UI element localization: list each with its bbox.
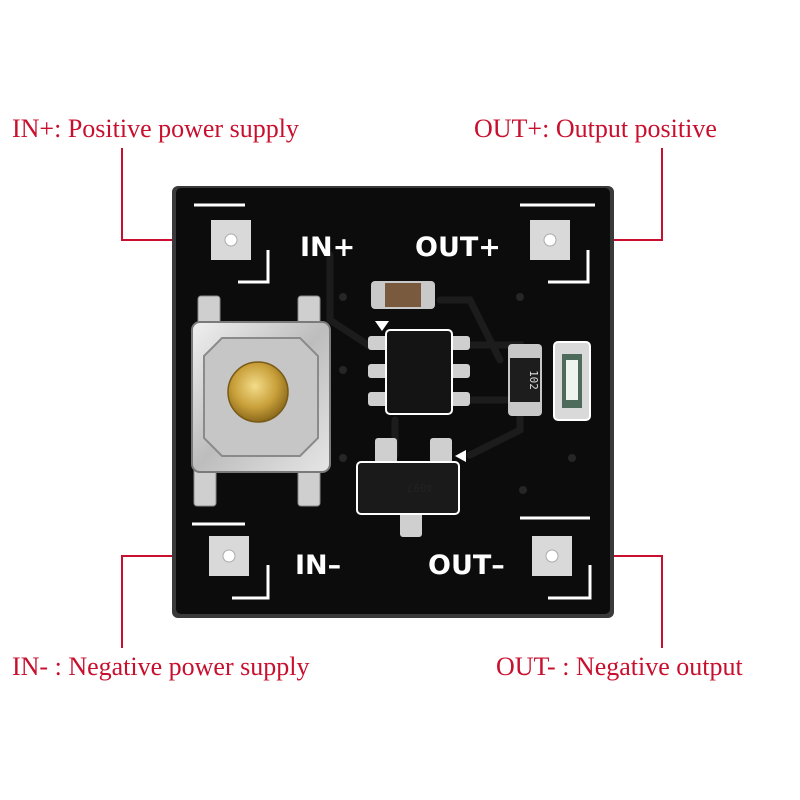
pad-in-plus	[194, 203, 270, 284]
ic-chip	[368, 321, 470, 415]
pad-in-minus	[192, 522, 270, 600]
silk-in-minus: IN–	[295, 550, 341, 581]
led	[553, 341, 591, 421]
silk-out-minus: OUT–	[428, 550, 505, 581]
sot-transistor: 4097	[356, 438, 466, 537]
pad-out-minus	[520, 516, 592, 600]
silk-out-plus: OUT+	[415, 232, 501, 263]
smd-resistor: 102	[508, 344, 542, 416]
resistor-marking: 102	[527, 370, 540, 390]
callout-in-minus: IN- : Negative power supply	[12, 652, 310, 681]
callout-in-plus: IN+: Positive power supply	[12, 114, 299, 143]
callout-out-minus: OUT- : Negative output	[496, 652, 743, 681]
callout-out-plus: OUT+: Output positive	[474, 114, 717, 143]
pad-out-plus	[520, 203, 595, 284]
push-button	[191, 295, 331, 507]
silk-in-plus: IN+	[300, 232, 355, 263]
chip-marking: 4097	[407, 481, 434, 494]
smd-capacitor	[371, 281, 435, 309]
